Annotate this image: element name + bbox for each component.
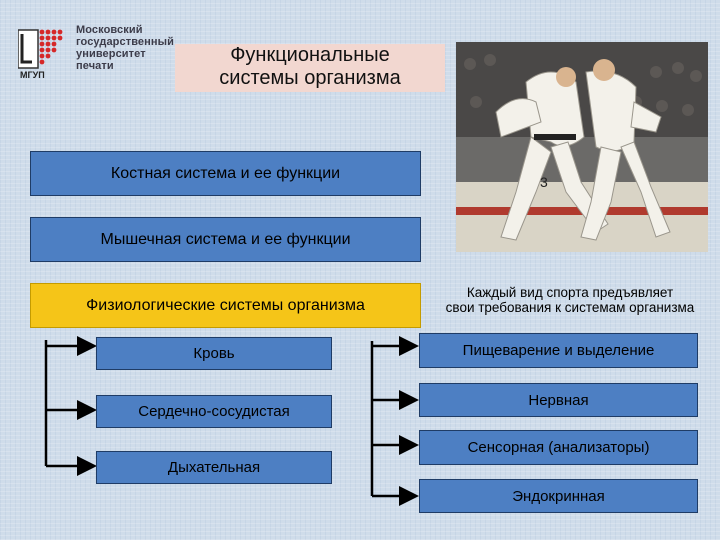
logo-line: университет <box>76 48 146 60</box>
respiratory-system-box: Дыхательная <box>96 451 332 484</box>
sport-requirements-note: Каждый вид спорта предъявляет свои требо… <box>421 285 719 319</box>
nervous-system-label: Нервная <box>528 391 589 409</box>
note-line-1: Каждый вид спорта предъявляет <box>466 285 674 300</box>
endocrine-system-box: Эндокринная <box>419 479 698 513</box>
mgup-emblem-icon: МГУП <box>18 29 63 80</box>
digestion-system-box: Пищеварение и выделение <box>419 333 698 368</box>
logo-abbr: МГУП <box>20 70 45 80</box>
physiological-systems-label: Физиологические системы организма <box>86 296 365 314</box>
endocrine-system-label: Эндокринная <box>512 487 605 505</box>
nervous-system-box: Нервная <box>419 383 698 417</box>
muscle-system-box: Мышечная система и ее функции <box>30 217 421 262</box>
respiratory-system-label: Дыхательная <box>167 459 261 476</box>
bone-system-box: Костная система и ее функции <box>30 151 421 196</box>
bone-system-label: Костная система и ее функции <box>110 164 341 182</box>
blood-system-box: Кровь <box>96 337 332 370</box>
athlete-number: 3 <box>540 174 548 190</box>
page-title: Функциональные системы организма <box>175 44 445 92</box>
muscle-system-label: Мышечная система и ее функции <box>100 230 351 248</box>
cardiovascular-system-label: Сердечно-сосудистая <box>138 403 290 420</box>
sensory-system-box: Сенсорная (анализаторы) <box>419 430 698 465</box>
logo-line: Московский <box>76 24 143 36</box>
title-line-1: Функциональные <box>230 44 390 66</box>
logo-line: печати <box>76 60 114 72</box>
university-logo: МГУП Московский государственный универси… <box>18 22 178 82</box>
title-line-2: системы организма <box>219 67 401 89</box>
cardiovascular-system-box: Сердечно-сосудистая <box>96 395 332 428</box>
blood-system-label: Кровь <box>193 345 235 362</box>
logo-line: государственный <box>76 36 174 48</box>
sensory-system-label: Сенсорная (анализаторы) <box>467 439 650 456</box>
logo-text: Московский государственный университет п… <box>76 24 174 72</box>
judo-photo: 3 <box>456 42 708 252</box>
physiological-systems-box: Физиологические системы организма <box>30 283 421 328</box>
digestion-system-label: Пищеварение и выделение <box>462 342 655 359</box>
note-line-2: свои требования к системам организма <box>445 300 695 315</box>
